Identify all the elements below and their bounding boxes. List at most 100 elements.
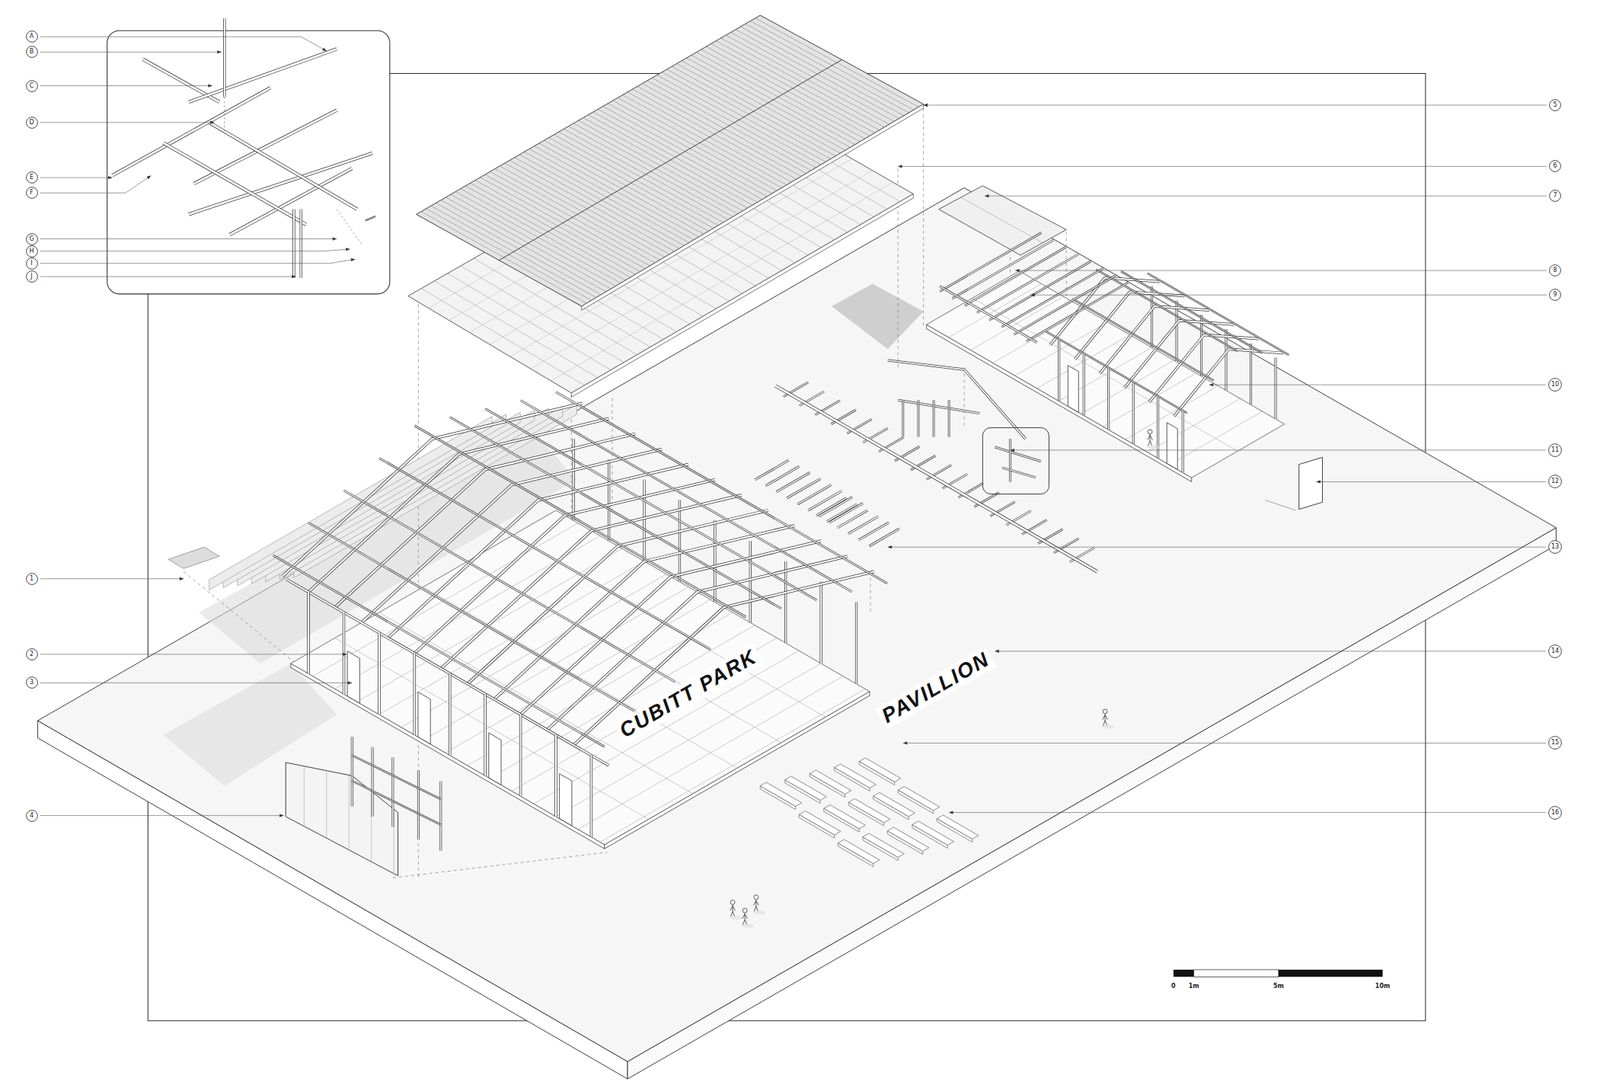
post: [1249, 343, 1252, 405]
post-fill: [749, 540, 751, 623]
callout-ring: [1549, 190, 1562, 202]
callout-circle: F: [25, 186, 39, 199]
joist-fill: [1001, 268, 1103, 327]
rafter-frame: [1149, 334, 1259, 402]
person-head: [753, 894, 759, 900]
roof-ridge: [498, 59, 842, 260]
detail-frame: [107, 30, 390, 294]
post: [1274, 357, 1278, 419]
rafter-frame-fill: [1124, 320, 1235, 388]
joist: [786, 478, 821, 498]
rafter-fill: [887, 360, 965, 370]
hanger-fill: [932, 399, 934, 437]
rafter-frame: [335, 433, 636, 607]
post-fill: [679, 500, 681, 582]
rafter-frame: [414, 479, 716, 654]
joint-member: [1002, 467, 1036, 478]
purlin-fill: [520, 400, 853, 592]
callout-ring: [25, 116, 38, 128]
joint-member-fill: [111, 87, 271, 176]
leader-arrow: [887, 545, 892, 549]
callout-number: H: [25, 245, 39, 258]
door-panel: [488, 732, 502, 785]
joint-member: [188, 153, 373, 214]
person-head: [1147, 429, 1153, 435]
leader-arrow: [342, 652, 347, 656]
rafter-frame: [361, 449, 663, 623]
callout-circle: 13: [1548, 539, 1562, 554]
door-panel: [347, 651, 360, 703]
rafter-frame-fill: [388, 464, 690, 639]
leader-line: [40, 51, 222, 53]
leader-line: [40, 578, 185, 579]
wall-stud: [391, 756, 394, 827]
joist: [1001, 268, 1103, 327]
callout-ring: [25, 257, 38, 269]
rafter-frame-fill: [281, 402, 583, 577]
callout-number: 15: [1548, 735, 1562, 750]
callout-number: G: [25, 233, 39, 246]
callout-ring: [25, 172, 38, 184]
callout-circle: 4: [25, 809, 39, 822]
joint-member-fill: [229, 168, 352, 235]
person-arms: [730, 905, 736, 911]
callout-circle: 3: [25, 676, 39, 689]
leader-line: [40, 276, 297, 278]
scale-label: 5m: [1273, 982, 1284, 990]
joist-fill: [807, 491, 842, 511]
callout-ring: [25, 648, 38, 660]
leader-arrow: [179, 577, 184, 581]
callout-circle: 5: [1548, 99, 1562, 112]
post-fill: [1108, 368, 1109, 430]
post: [1181, 411, 1185, 473]
leader-line: [40, 36, 327, 52]
panel-line: [960, 197, 1044, 243]
post-fill: [1200, 314, 1202, 376]
joint-member: [229, 168, 352, 235]
projection-line: [922, 108, 924, 327]
wall-rail: [351, 755, 441, 800]
end-wall: [285, 762, 398, 876]
joint-post-fill: [223, 18, 226, 97]
post-fill: [1157, 396, 1159, 458]
joist: [1026, 282, 1128, 342]
callout-ring: [25, 271, 38, 283]
leader-line: [40, 814, 285, 816]
leader-arrow: [146, 175, 152, 179]
joist-fill: [989, 261, 1091, 320]
door-panel: [1299, 456, 1323, 509]
callout-ring: [25, 245, 38, 257]
post-fill: [1225, 328, 1227, 390]
joist-fill: [964, 246, 1067, 306]
leader-arrow: [108, 175, 112, 179]
post: [678, 500, 681, 582]
callout-circle: 1: [25, 572, 39, 585]
hanger: [948, 399, 951, 437]
wall-stud: [351, 736, 354, 806]
callout-circle: D: [25, 116, 39, 129]
wall-stud-fill: [418, 769, 419, 840]
person-arms: [742, 913, 748, 919]
illustration: [38, 15, 1557, 1079]
joist: [951, 239, 1054, 299]
leader-arrow: [332, 236, 337, 240]
purlin-fill: [1147, 273, 1290, 355]
wall-stud-fill: [371, 747, 373, 817]
callout-number: C: [25, 79, 39, 93]
callout-ring: [1549, 160, 1562, 173]
leader-line: [887, 546, 1546, 548]
joint-post: [223, 18, 226, 97]
leader-arrow: [291, 274, 296, 278]
leader-arrow: [1316, 479, 1321, 483]
joist: [818, 497, 853, 517]
purlin: [414, 425, 746, 617]
leader-arrow: [1209, 383, 1214, 387]
bearer-fill: [939, 286, 1038, 343]
rafter-frame-fill: [1149, 334, 1259, 402]
callout-number: E: [25, 171, 39, 184]
leader-line: [903, 742, 1546, 744]
post: [377, 632, 381, 715]
purlin-fill: [1072, 298, 1214, 381]
hanger: [917, 399, 920, 437]
